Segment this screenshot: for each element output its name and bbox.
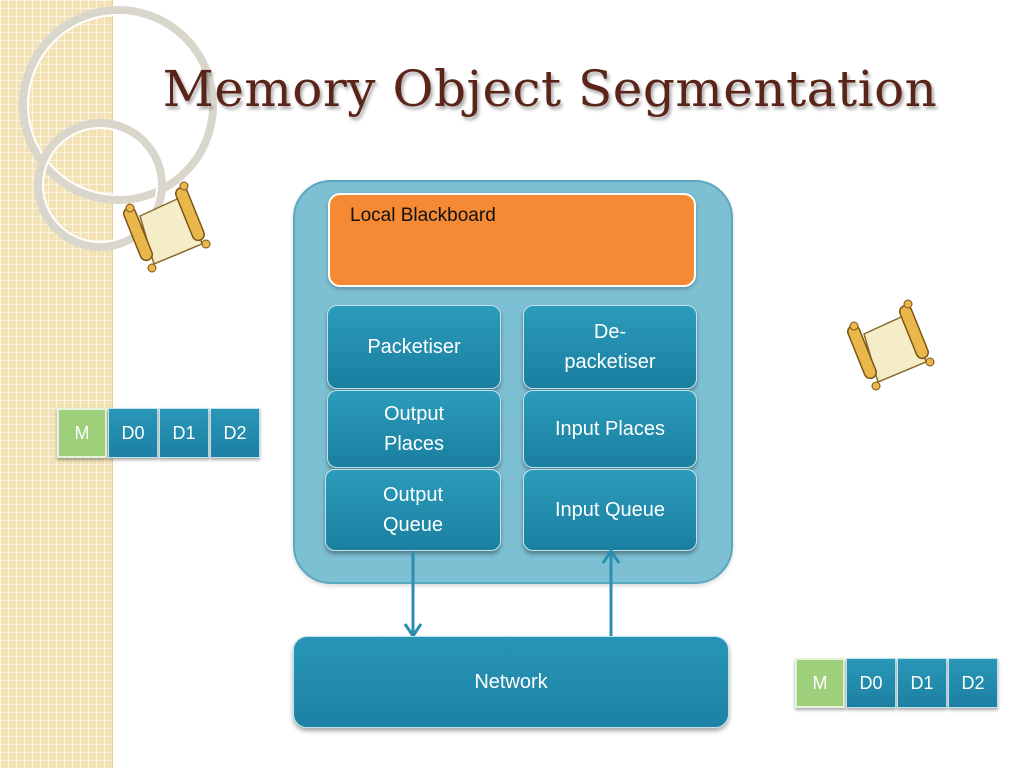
packetiser-label: Packetiser — [367, 336, 461, 358]
segment-data: D1 — [897, 658, 947, 708]
local-blackboard-label: Local Blackboard — [350, 205, 496, 226]
page-title: Memory Object Segmentation — [162, 60, 938, 118]
segment-header: M — [57, 408, 107, 458]
segment-data: D2 — [210, 408, 260, 458]
segment-header: M — [795, 658, 845, 708]
output-queue-label-line1: Output — [382, 484, 444, 506]
input-queue-label: Input Queue — [554, 499, 666, 521]
segment-data: D1 — [159, 408, 209, 458]
output-places-label-line2: Places — [383, 433, 445, 455]
segment-row-left: M D0 D1 D2 — [57, 408, 261, 458]
segment-data: D0 — [108, 408, 158, 458]
output-queue-box: Output Queue — [325, 469, 501, 551]
segment-row-right: M D0 D1 D2 — [795, 658, 999, 708]
output-places-label-line1: Output — [383, 403, 445, 425]
network-label: Network — [474, 670, 548, 693]
network-to-input-arrow — [601, 548, 621, 636]
packetiser-box: Packetiser — [327, 305, 501, 389]
depacketiser-box: De- packetiser — [523, 305, 697, 389]
decorative-rings — [19, 6, 217, 251]
scroll-icon — [123, 181, 211, 273]
depacketiser-label-line2: packetiser — [564, 351, 656, 373]
output-places-box: Output Places — [327, 390, 501, 468]
segment-data: D0 — [846, 658, 896, 708]
segment-data: D2 — [948, 658, 998, 708]
input-places-box: Input Places — [523, 390, 697, 468]
input-queue-box: Input Queue — [523, 469, 697, 551]
output-queue-label-line2: Queue — [382, 514, 444, 536]
input-places-label: Input Places — [554, 418, 666, 440]
local-blackboard: Local Blackboard — [328, 193, 696, 287]
network-box: Network — [293, 636, 729, 728]
output-to-network-arrow — [403, 551, 423, 639]
depacketiser-label-line1: De- — [593, 321, 627, 343]
scroll-icon — [847, 299, 935, 391]
